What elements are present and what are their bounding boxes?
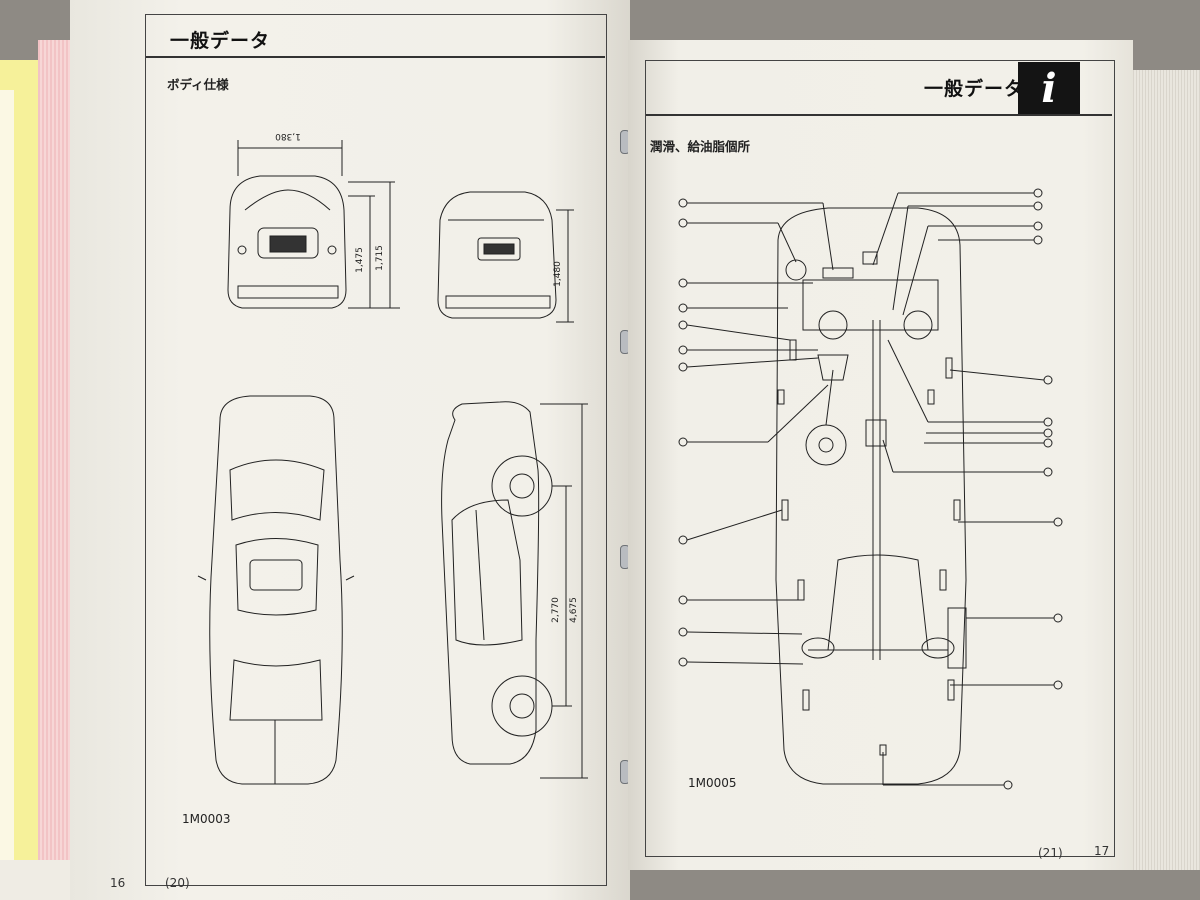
right-page-number: 17 (1094, 844, 1110, 858)
car-side-view (441, 401, 553, 765)
right-header-rule (646, 114, 1112, 116)
right-section-title: 潤滑、給油脂個所 (650, 139, 751, 154)
right-page-ref: (21) (1038, 846, 1063, 860)
dim-front-height-1: 1,475 (355, 247, 365, 273)
left-header-rule (146, 56, 605, 58)
right-figure-code: 1M0005 (688, 776, 737, 790)
left-figure-code: 1M0003 (182, 812, 231, 826)
info-icon: i (1018, 62, 1080, 116)
right-page-header: 一般データ (924, 78, 1025, 100)
car-front-view (227, 175, 347, 309)
left-page-ref: (20) (165, 876, 190, 890)
dim-front-height-2: 1,715 (375, 245, 385, 271)
left-page: 一般データ ボディ仕様 (70, 0, 630, 900)
body-dimension-drawing: 1,380 1,475 1,715 1,480 2,770 4,675 (197, 131, 588, 785)
left-page-number: 16 (110, 876, 126, 890)
left-page-frame (145, 14, 607, 886)
dim-front-width: 1,380 (275, 131, 301, 141)
dim-wheelbase: 2,770 (551, 597, 561, 623)
left-section-title: ボディ仕様 (167, 77, 229, 92)
dim-length: 4,675 (569, 597, 579, 623)
car-top-view (197, 395, 355, 785)
right-page: 一般データ i 潤滑、給油脂個所 (628, 40, 1133, 870)
right-page-frame (645, 60, 1115, 857)
dim-rear-height: 1,480 (553, 261, 563, 287)
page-edges-white (0, 90, 14, 870)
lubrication-chassis-diagram (678, 188, 1063, 790)
car-rear-view (437, 191, 557, 319)
left-page-header: 一般データ (170, 30, 271, 52)
